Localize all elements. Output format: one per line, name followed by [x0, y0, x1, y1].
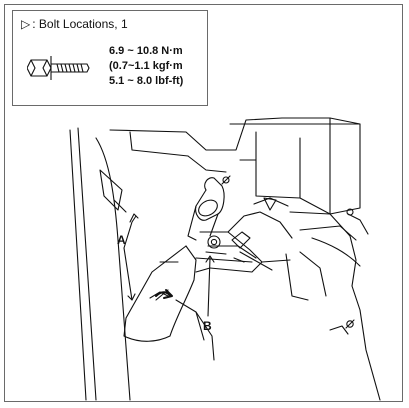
callout-b-leader: [205, 255, 215, 317]
legend-title-text: : Bolt Locations, 1: [32, 17, 128, 31]
callout-label-b: B: [203, 319, 212, 333]
callout-a-leaders: [123, 213, 139, 301]
torque-lbfft: 5.1 ~ 8.0 lbf-ft): [109, 75, 184, 87]
torque-kgfm: (0.7~1.1 kgf·m: [109, 60, 183, 72]
callout-label-a: A: [117, 233, 126, 247]
right-structure: [285, 197, 381, 401]
torque-nm: 6.9 ~ 10.8 N·m: [109, 45, 183, 57]
rotation-arrow: [155, 289, 173, 299]
bolt-icon: [27, 56, 90, 80]
triangle-marker-icon: ▷: [21, 17, 31, 31]
column-lever: [187, 177, 225, 241]
bolt-b: [205, 235, 227, 255]
dashboard-bracket: [109, 117, 361, 215]
left-panel: [69, 127, 131, 401]
torque-spec: 6.9 ~ 10.8 N·m (0.7~1.1 kgf·m 5.1 ~ 8.0 …: [109, 44, 183, 89]
legend-title: ▷: Bolt Locations, 1: [21, 17, 128, 31]
bolt-legend: ▷: Bolt Locations, 1 6.9 ~ 10.8 N·m (0.7…: [12, 10, 208, 106]
column-cover: [123, 245, 215, 361]
